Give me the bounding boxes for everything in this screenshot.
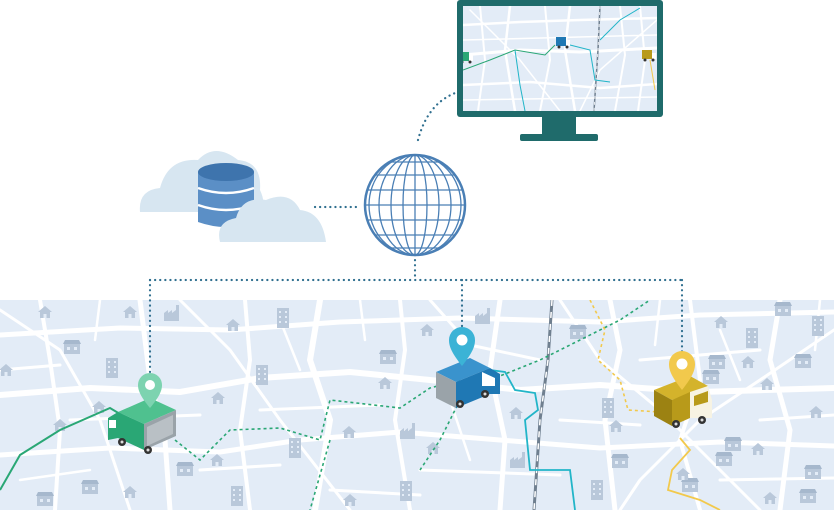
green-route-planned xyxy=(174,379,461,462)
green-truck-icon xyxy=(108,398,176,454)
cloud-front-icon xyxy=(219,196,326,242)
yellow-route xyxy=(666,437,721,510)
green-route-planned-branch xyxy=(309,399,461,510)
blue-route xyxy=(489,369,576,510)
cloud-database xyxy=(139,151,326,242)
monitor-icon xyxy=(457,0,663,141)
globe-icon xyxy=(363,153,467,257)
mini-green-truck-icon xyxy=(463,52,473,64)
mini-yellow-truck-icon xyxy=(642,50,656,62)
blue-truck-icon xyxy=(436,358,500,408)
monitor-mini-map xyxy=(463,6,657,111)
yellow-location-pin-icon xyxy=(669,351,695,390)
green-route-planned-north xyxy=(489,300,651,381)
blue-location-pin-icon xyxy=(449,327,475,366)
railway xyxy=(532,300,554,510)
network-connectors xyxy=(148,90,684,374)
yellow-route-planned xyxy=(589,300,661,413)
green-location-pin-icon xyxy=(138,373,162,408)
mini-blue-truck-icon xyxy=(556,37,570,49)
green-route xyxy=(0,406,131,491)
route-lines xyxy=(0,300,721,510)
